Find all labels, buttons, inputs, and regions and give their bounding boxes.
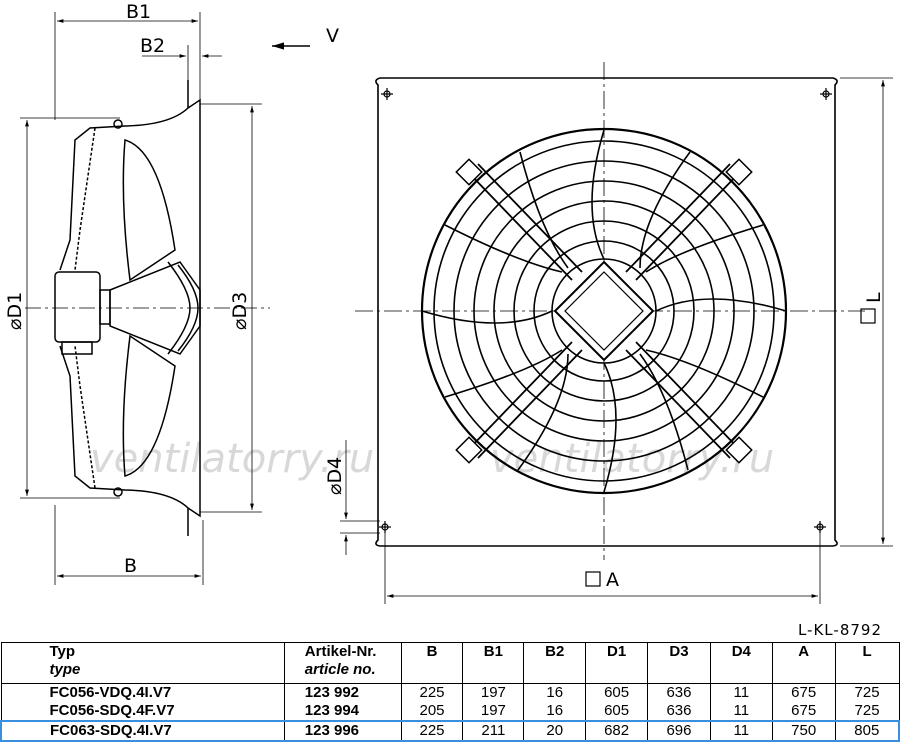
fan-dimension-drawing: ventilatorry.ru ventilatorry.ru [4, 1, 893, 604]
label-b2: B2 [140, 35, 165, 57]
cell-b: 225 [400, 683, 464, 702]
cell-l: 725 [834, 683, 900, 702]
cell-type: FC063-SDQ.4I.V7 [0, 720, 285, 742]
cell-a: 675 [771, 683, 836, 702]
cell-d1: 605 [585, 702, 649, 721]
label-d3: ⌀D3 [229, 292, 251, 330]
cell-article: 123 994 [283, 702, 402, 721]
cell-a: 675 [771, 702, 836, 721]
label-d4: ⌀D4 [324, 457, 346, 495]
cell-article: 123 992 [283, 683, 402, 702]
drawing-reference: L-KL-8792 [797, 621, 882, 639]
cell-type: FC056-VDQ.4I.V7 [0, 683, 285, 702]
header-b: B [400, 642, 464, 684]
label-d1: ⌀D1 [4, 292, 26, 330]
cell-l: 805 [834, 720, 900, 742]
watermark-left: ventilatorry.ru [90, 436, 374, 482]
cell-d4: 11 [709, 720, 773, 742]
cell-b: 205 [400, 702, 464, 721]
header-d1: D1 [585, 642, 649, 684]
cell-a: 750 [771, 720, 836, 742]
cell-d1: 605 [585, 683, 649, 702]
header-d4: D4 [709, 642, 773, 684]
side-view [20, 12, 270, 585]
header-l: L [834, 642, 900, 684]
cell-b2: 16 [523, 683, 587, 702]
header-article: Artikel-Nr.article no. [283, 642, 402, 684]
table-row-highlighted: FC063-SDQ.4I.V7 123 996 225 211 20 682 6… [0, 720, 900, 742]
front-view [340, 62, 893, 604]
cell-d4: 11 [709, 702, 773, 721]
cell-type: FC056-SDQ.4F.V7 [0, 702, 285, 721]
header-b1: B1 [462, 642, 525, 684]
cell-b: 225 [400, 720, 464, 742]
cell-b2: 20 [523, 720, 587, 742]
cell-d3: 636 [647, 683, 711, 702]
header-b2: B2 [523, 642, 587, 684]
label-b: B [124, 555, 137, 577]
cell-b1: 211 [462, 720, 525, 742]
header-a: A [771, 642, 836, 684]
header-d3: D3 [647, 642, 711, 684]
label-l: L [863, 292, 885, 303]
cell-l: 725 [834, 702, 900, 721]
label-b1: B1 [126, 1, 151, 23]
cell-b1: 197 [462, 683, 525, 702]
cell-d3: 636 [647, 702, 711, 721]
cell-d3: 696 [647, 720, 711, 742]
cell-d4: 11 [709, 683, 773, 702]
label-v: V [326, 25, 339, 47]
label-a: A [606, 569, 619, 591]
cell-b2: 16 [523, 702, 587, 721]
table-row: FC056-VDQ.4I.V7 123 992 225 197 16 605 6… [0, 683, 900, 702]
table-row: FC056-SDQ.4F.V7 123 994 205 197 16 605 6… [0, 702, 900, 721]
cell-d1: 682 [585, 720, 649, 742]
cell-b1: 197 [462, 702, 525, 721]
cell-article: 123 996 [283, 720, 402, 742]
